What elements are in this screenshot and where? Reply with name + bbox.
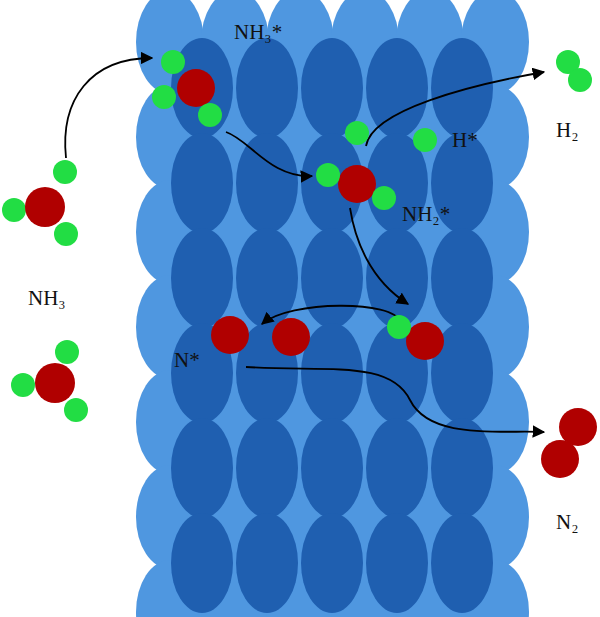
species-label: NH₃*: [234, 22, 282, 43]
surface-atom: [301, 228, 363, 328]
surface-atom: [171, 513, 233, 613]
species-label: N*: [174, 350, 200, 371]
surface-atom: [301, 323, 363, 423]
surface-atom: [236, 38, 298, 138]
surface-atom: [301, 513, 363, 613]
surface-atom: [366, 228, 428, 328]
surface-atom: [366, 418, 428, 518]
surface-atom: [366, 38, 428, 138]
surface-atom: [171, 228, 233, 328]
surface-atom: [431, 38, 493, 138]
surface-atom: [236, 133, 298, 233]
species-label: NH₃: [28, 288, 66, 309]
surface-atom: [171, 418, 233, 518]
surface-atom: [236, 228, 298, 328]
surface-atom: [431, 418, 493, 518]
surface-atom: [171, 133, 233, 233]
surface-atom: [431, 513, 493, 613]
molecules: [2, 50, 597, 478]
species-label: H*: [452, 130, 478, 151]
surface-atom: [301, 418, 363, 518]
species-label: N₂: [556, 512, 579, 533]
reaction-arrows: [65, 58, 544, 432]
surface-light: [136, 0, 529, 617]
species-label: H₂: [556, 120, 579, 141]
surface-atom: [366, 513, 428, 613]
surface-atom: [431, 228, 493, 328]
species-label: NH₂*: [402, 204, 450, 225]
surface-atom: [236, 513, 298, 613]
surface-dark: [171, 38, 493, 613]
surface-atom: [236, 418, 298, 518]
